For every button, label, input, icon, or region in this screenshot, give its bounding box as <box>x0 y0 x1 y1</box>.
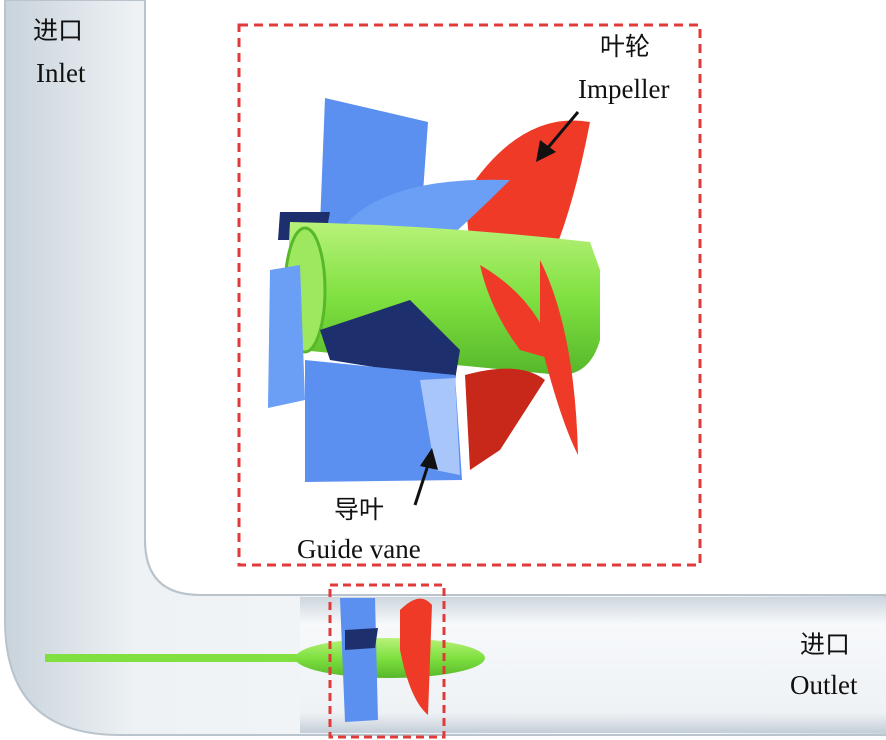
detail-box <box>237 23 702 567</box>
inlet-label-cn: 进口 <box>33 16 84 45</box>
pump-assembly-large <box>268 98 600 482</box>
guide-vane-label-cn: 导叶 <box>334 495 385 524</box>
shaft <box>45 654 305 662</box>
arrow-impeller <box>536 111 580 162</box>
impeller-label-en: Impeller <box>578 74 670 104</box>
impeller-blade-top <box>465 120 590 250</box>
pump-assembly-small <box>45 598 485 722</box>
guide-vane-label-en: Guide vane <box>297 534 421 564</box>
highlight-box <box>328 583 446 739</box>
impeller-blade-bottom <box>465 368 545 470</box>
hub-small <box>295 638 485 678</box>
arrow-guide-vane <box>413 448 438 506</box>
outlet-label-en: Outlet <box>790 670 858 700</box>
outlet-label-cn: 进口 <box>800 630 851 659</box>
impeller-label-cn: 叶轮 <box>600 32 651 61</box>
inlet-label-en: Inlet <box>36 58 86 88</box>
